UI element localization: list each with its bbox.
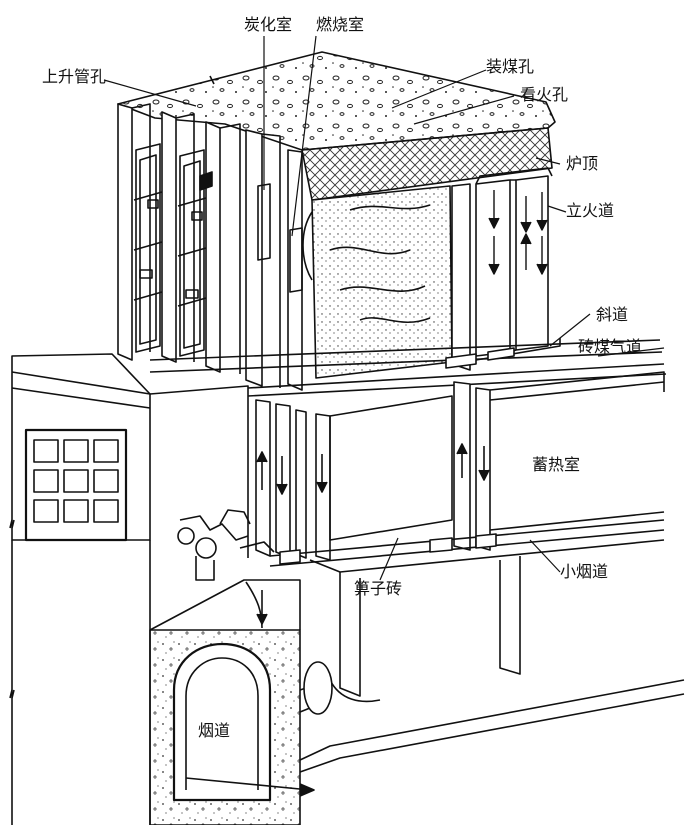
label-charging-hole: 装煤孔 (486, 57, 535, 76)
chamber-walls (245, 129, 303, 391)
left-flue-walls (117, 103, 241, 374)
label-regenerator: 蓄热室 (532, 455, 581, 474)
coal-charge (302, 185, 453, 379)
label-small-flue: 小烟道 (560, 562, 609, 581)
grate-and-small-flue (269, 519, 665, 703)
building-window (24, 428, 128, 542)
label-flue: 烟道 (198, 721, 231, 740)
flue-arrows (488, 190, 548, 275)
label-combustion-chamber: 燃烧室 (316, 15, 365, 34)
label-ascension-pipe-hole: 上升管孔 (42, 67, 107, 86)
flue-tunnel (149, 579, 685, 826)
label-inspection-hole: 看火孔 (520, 85, 569, 104)
label-carbonization-chamber: 炭化室 (244, 15, 293, 34)
leader-lines (103, 35, 665, 581)
label-brick-gas-duct: 砖煤气道 (578, 337, 643, 356)
regenerator-section (255, 371, 665, 561)
label-vertical-flue: 立火道 (566, 201, 615, 220)
label-grate-brick: 箅子砖 (354, 579, 403, 598)
battery-end-building (9, 353, 275, 825)
oven-roof-section (301, 127, 553, 201)
label-oven-roof: 炉顶 (566, 154, 599, 173)
label-inclined-flue: 斜道 (596, 305, 629, 324)
